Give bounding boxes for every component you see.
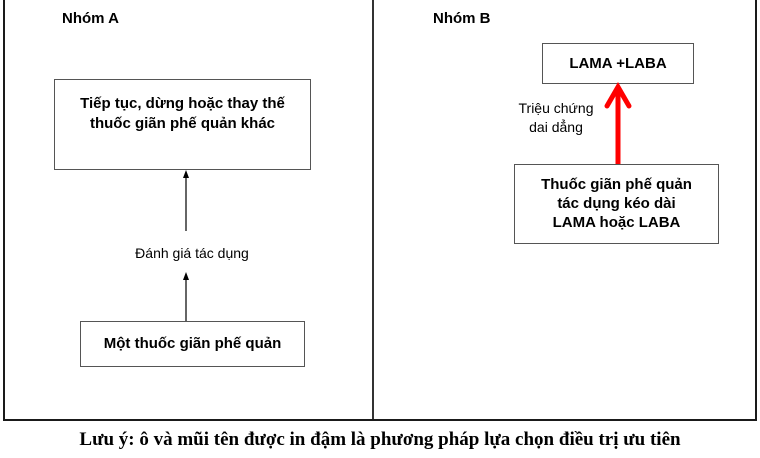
frame-right-border <box>755 0 757 421</box>
label-persistent-symptoms: Triệu chứng dai dẳng <box>510 99 602 137</box>
frame-bottom-border <box>3 419 757 421</box>
footnote: Lưu ý: ô và mũi tên được in đậm là phươn… <box>79 429 681 450</box>
panel-title-group-b: Nhóm B <box>433 10 491 27</box>
arrow-evaluate-to-continue-stop-switch <box>183 170 189 231</box>
box-text-line: LAMA +LABA <box>569 54 667 72</box>
box-text-line: thuốc giãn phế quản khác <box>89 115 276 132</box>
frame-left-border <box>3 0 5 421</box>
box-text-line: Thuốc giãn phế quản <box>541 176 692 193</box>
arrow-one-bronchodilator-to-evaluate <box>183 272 189 321</box>
label-text-line: Triệu chứng <box>518 100 594 116</box>
box-continue-stop-switch: Tiếp tục, dừng hoặc thay thế thuốc giãn … <box>54 79 311 170</box>
box-text-line: LAMA hoặc LABA <box>552 214 681 231</box>
label-evaluate-effect: Đánh giá tác dụng <box>135 245 249 261</box>
panel-divider <box>372 0 374 421</box>
box-lama-laba: LAMA +LABA <box>542 43 694 84</box>
box-text-line: Tiếp tục, dừng hoặc thay thế <box>80 95 285 112</box>
arrow-long-acting-to-lama-laba <box>604 82 632 164</box>
box-text-line: Một thuốc giãn phế quản <box>103 335 282 352</box>
box-text-line: tác dụng kéo dài <box>557 195 676 212</box>
box-one-bronchodilator: Một thuốc giãn phế quản <box>80 321 305 367</box>
label-text-line: dai dẳng <box>529 119 583 135</box>
panel-title-group-a: Nhóm A <box>62 10 119 27</box>
box-long-acting-bronchodilator: Thuốc giãn phế quản tác dụng kéo dài LAM… <box>514 164 719 244</box>
